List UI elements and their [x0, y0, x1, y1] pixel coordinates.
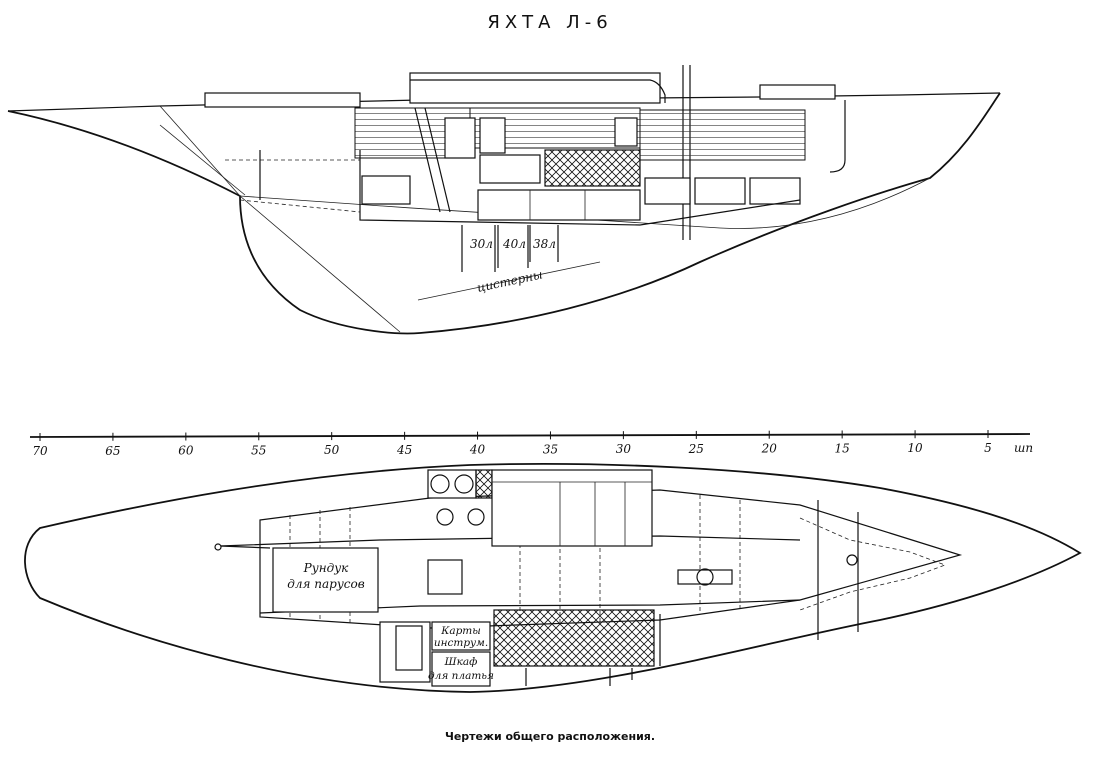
cockpit-floor-dashed — [225, 159, 361, 213]
sail-locker-label-2: для парусов — [287, 577, 364, 591]
saloon-table — [427, 559, 463, 595]
stem-diagonal — [159, 124, 246, 196]
cabin-door — [479, 117, 506, 154]
fore-berth-1 — [644, 177, 691, 205]
wardrobe — [431, 651, 491, 687]
scale-tick-label: 25 — [688, 442, 704, 456]
stove-grate — [475, 469, 493, 499]
scale-tick-label: 20 — [761, 442, 778, 456]
wardrobe-label-2: для платья — [428, 670, 494, 682]
porthole-2 — [467, 508, 485, 526]
tank-3-label: 38л — [533, 237, 556, 251]
forepeak-outline — [799, 517, 947, 611]
rudder-post — [214, 543, 222, 551]
water-tanks: 30л 40л 38л цистерны — [461, 225, 559, 295]
fore-berth-2 — [694, 177, 746, 205]
scale-unit: шп — [1014, 441, 1033, 455]
fore-berth-3 — [749, 177, 801, 205]
mast-circle — [696, 568, 714, 586]
porthole-1 — [436, 508, 454, 526]
scale-line — [29, 433, 1031, 438]
scale-tick-label: 45 — [396, 443, 412, 457]
fore-table — [677, 569, 733, 585]
starboard-locker-divisions — [492, 481, 652, 546]
scale-tick-label: 10 — [907, 441, 923, 455]
charts-label-2: инструм. — [434, 637, 488, 649]
galley-grating — [544, 149, 641, 187]
sail-locker-label-1: Рундук — [303, 561, 350, 575]
scale-tick-label: 70 — [32, 444, 48, 458]
tank-baseline — [417, 261, 601, 301]
profile-view: 30л 40л 38л цистерны — [7, 65, 1001, 335]
scale-tick-label: 50 — [324, 443, 340, 457]
tank-2-outline — [497, 225, 529, 268]
bow-pipe — [829, 100, 846, 173]
tank-2-label: 40л — [502, 237, 526, 251]
waterline — [239, 177, 931, 229]
scale-tick-label: 40 — [469, 443, 486, 457]
settee-locker-1 — [479, 154, 541, 184]
frame-scale: 70 65 60 55 50 45 40 35 30 25 20 15 10 5 шп — [29, 430, 1033, 458]
port-berth-grating — [493, 609, 655, 667]
hull-profile — [7, 92, 1001, 335]
scale-tick-label: 35 — [543, 442, 558, 456]
stove — [427, 469, 477, 499]
port-cushion — [395, 625, 423, 671]
forward-hatch — [759, 84, 836, 100]
deckhouse-roof — [410, 79, 666, 103]
scale-tick-label: 60 — [178, 444, 194, 458]
scale-tick-label: 55 — [251, 443, 266, 457]
anchor-winch — [846, 554, 858, 566]
scale-tick-label: 30 — [616, 442, 632, 456]
fore-cabin-panelling — [639, 109, 806, 161]
drawing-title: ЯХТА Л-6 — [487, 12, 612, 33]
cabin-sole-lockers — [477, 189, 641, 221]
deckhouse — [409, 72, 661, 104]
companion-ladder — [414, 107, 451, 213]
plan-view: Рундук для парусов Карты инструм. Шкаф д… — [24, 463, 1082, 693]
tank-1-outline — [461, 225, 496, 272]
port-fittings — [525, 614, 661, 686]
starboard-lockers — [491, 469, 653, 547]
charts-locker — [431, 621, 491, 651]
burner-2 — [454, 474, 474, 494]
scale-tick-label: 65 — [105, 444, 120, 458]
burner-1 — [430, 474, 450, 494]
locker-door — [614, 117, 638, 147]
tank-1-label: 30л — [470, 237, 493, 251]
deck-outline — [24, 463, 1082, 693]
cockpit-coaming — [204, 92, 361, 108]
charts-label-1: Карты — [440, 625, 481, 637]
tiller — [219, 545, 271, 549]
sail-locker — [272, 547, 379, 613]
aft-berth — [361, 175, 411, 205]
companion-door — [444, 117, 476, 159]
forestay-fitting — [817, 500, 859, 640]
drawing-caption: Чертежи общего расположения. — [445, 730, 655, 743]
cabin-sole-divisions — [529, 190, 586, 220]
wardrobe-label-1: Шкаф — [444, 656, 478, 668]
scale-tick-label: 15 — [835, 441, 850, 455]
tanks-label: цистерны — [476, 267, 544, 295]
tank-3-outline — [529, 225, 559, 262]
scale-tick-label: 5 — [984, 441, 992, 455]
cabin-sole — [259, 150, 801, 226]
